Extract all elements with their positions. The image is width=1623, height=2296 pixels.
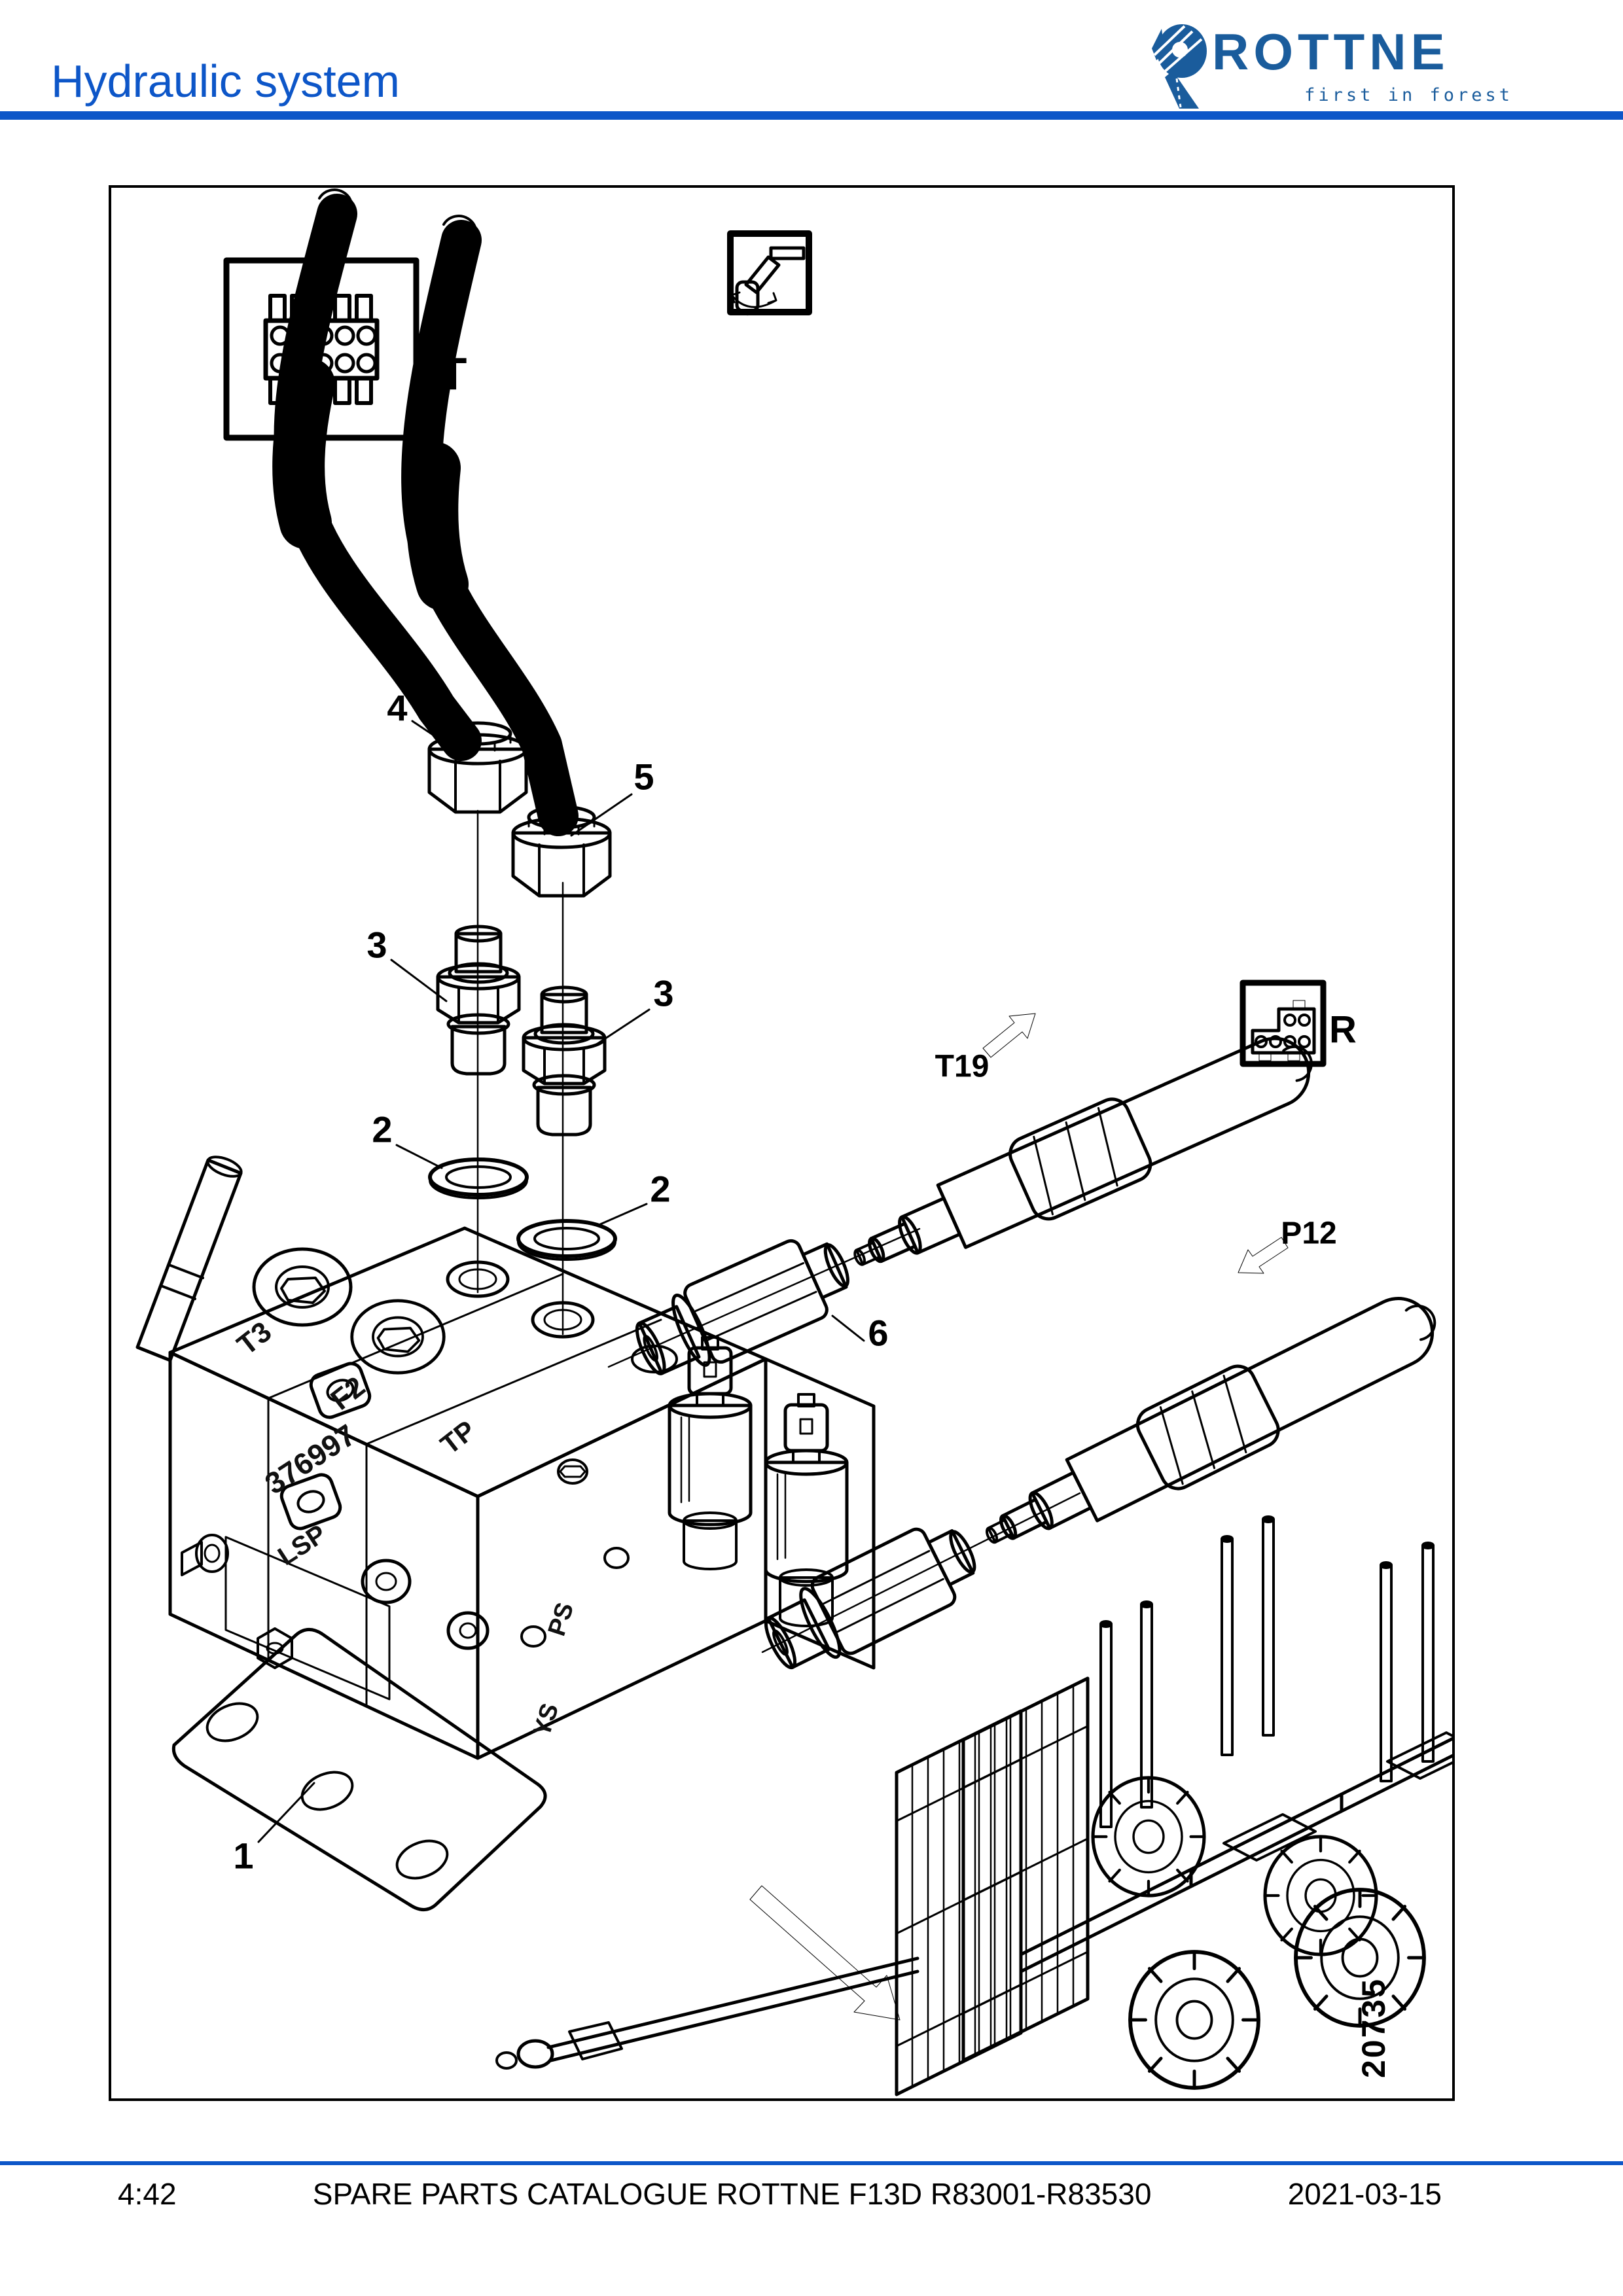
grease-gun-icon — [727, 230, 812, 315]
valve-block — [135, 1156, 876, 1911]
hose-end-p12 — [969, 1277, 1452, 1576]
assembly-center-lines — [476, 809, 1081, 1653]
rottne-logo: ROTTNE first in forest — [1147, 22, 1513, 111]
hose-end-t19 — [838, 1017, 1327, 1298]
solenoid-valve-2 — [766, 1394, 847, 1626]
footer-date: 2021-03-15 — [1287, 2177, 1442, 2211]
hose-part-5 — [401, 215, 579, 836]
leader-lines — [257, 720, 865, 1843]
rottne-logo-text: ROTTNE — [1212, 23, 1450, 80]
footer-rule — [0, 2161, 1623, 2165]
header-rule — [0, 111, 1623, 120]
forwarder-illustration — [495, 1515, 1452, 2096]
page-footer: 4:42 SPARE PARTS CATALOGUE ROTTNE F13D R… — [0, 2176, 1623, 2212]
page-title: Hydraulic system — [51, 56, 400, 107]
t-connector-symbol — [223, 257, 419, 441]
p12-arrow-icon — [1238, 1237, 1289, 1274]
hydraulic-diagram-art — [135, 188, 1452, 2096]
footer-section-ref: 4:42 — [118, 2177, 177, 2211]
rottne-logo-icon — [1152, 24, 1207, 109]
seal-ring-2-right — [518, 1221, 615, 1260]
footer-catalogue-title: SPARE PARTS CATALOGUE ROTTNE F13D R83001… — [312, 2177, 1152, 2211]
r-connector-symbol — [1240, 980, 1327, 1067]
t19-arrow-icon — [982, 1013, 1036, 1058]
rottne-logo-tagline: first in forest — [1304, 85, 1513, 105]
location-arrow-icon — [749, 1885, 901, 2021]
adapter-3-right — [524, 987, 605, 1135]
